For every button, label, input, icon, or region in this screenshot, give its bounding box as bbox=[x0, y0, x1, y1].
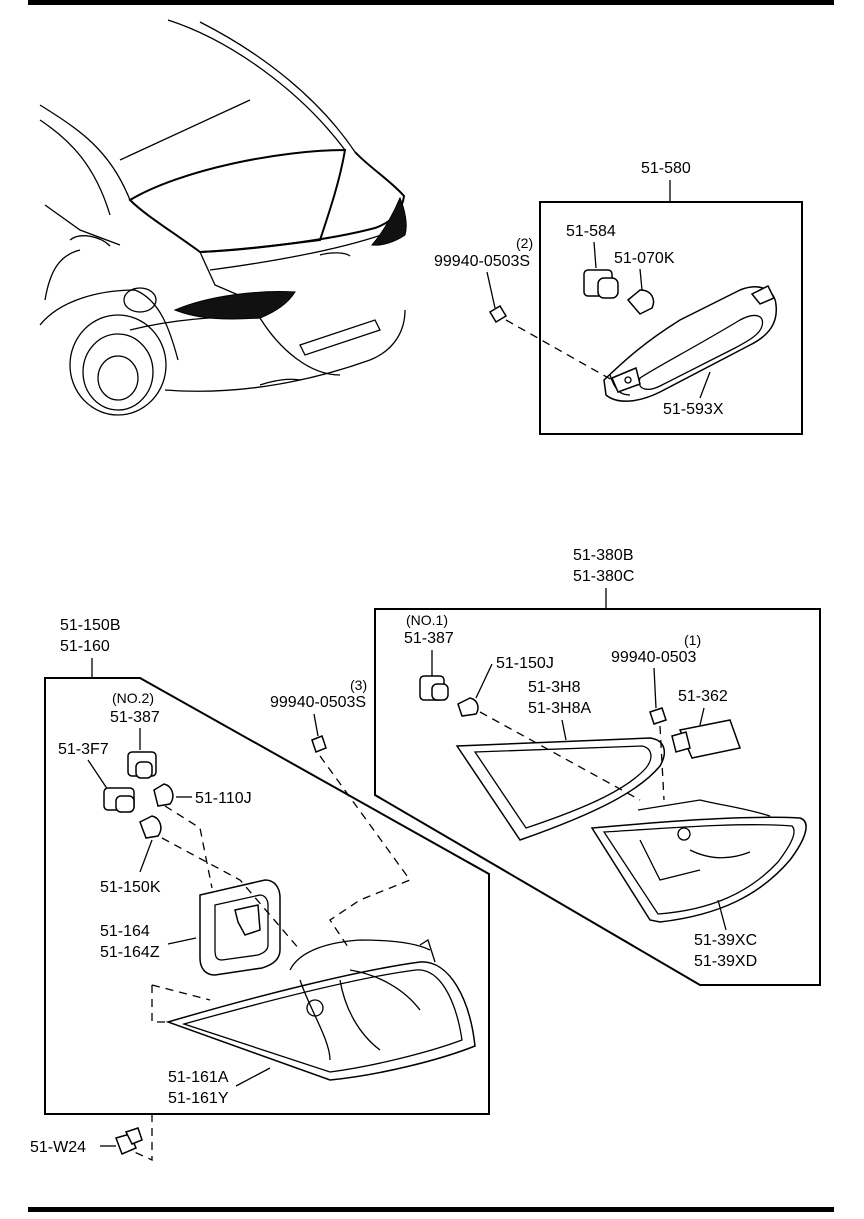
label-51-380c: 51-380C bbox=[573, 568, 634, 585]
bracket-51-362 bbox=[671, 719, 741, 759]
label-no1: (NO.1) bbox=[406, 612, 448, 628]
label-99940-0503s-3: 99940-0503S bbox=[270, 694, 366, 711]
label-51-3f7: 51-3F7 bbox=[58, 741, 109, 758]
label-51-164z: 51-164Z bbox=[100, 944, 160, 961]
socket-51-3f7 bbox=[103, 787, 135, 813]
box-51-380 bbox=[374, 608, 821, 986]
nut-99940-0503 bbox=[649, 707, 667, 725]
label-51-3h8: 51-3H8 bbox=[528, 679, 581, 696]
bulb-51-070k bbox=[626, 289, 655, 315]
bolt-51-w24-group: 51-W24 bbox=[30, 1127, 143, 1156]
bulb-51-150j bbox=[457, 697, 479, 717]
label-99940-0503: 99940-0503 bbox=[611, 649, 697, 666]
socket-51-584 bbox=[583, 269, 619, 299]
box-51-580 bbox=[539, 201, 803, 435]
label-51-39xc: 51-39XC bbox=[694, 932, 757, 949]
label-qty-3: (3) bbox=[350, 677, 367, 693]
label-51-070k: 51-070K bbox=[614, 250, 675, 267]
car-rear-illustration bbox=[39, 19, 407, 416]
label-51-387-b: 51-387 bbox=[110, 709, 160, 726]
label-51-161y: 51-161Y bbox=[168, 1090, 229, 1107]
label-qty-1: (1) bbox=[684, 632, 701, 648]
label-51-593x: 51-593X bbox=[663, 401, 724, 418]
label-51-362: 51-362 bbox=[678, 688, 728, 705]
bulb-51-110j bbox=[153, 783, 174, 807]
outer-lamp-group: 51-150B 51-160 (NO.2) 51-387 51-3F7 51-1… bbox=[44, 617, 490, 1162]
lamp-51-161a bbox=[165, 939, 476, 1081]
label-51-3h8a: 51-3H8A bbox=[528, 700, 591, 717]
label-51-150k: 51-150K bbox=[100, 879, 161, 896]
label-51-164: 51-164 bbox=[100, 923, 150, 940]
label-51-580: 51-580 bbox=[641, 160, 691, 177]
label-99940-0503s-2: 99940-0503S bbox=[434, 253, 530, 270]
high-mount-lamp-group: 51-580 51-584 51-070K 51-593X (2) 9994 bbox=[434, 160, 803, 435]
label-51-380b: 51-380B bbox=[573, 547, 634, 564]
gasket-51-164 bbox=[199, 879, 281, 976]
socket-51-387-a bbox=[419, 675, 449, 701]
socket-51-387-b bbox=[127, 751, 157, 779]
lamp-51-593x bbox=[603, 284, 778, 402]
box-51-150b bbox=[44, 677, 490, 1115]
inner-lamp-group: 51-380B 51-380C (NO.1) 51-387 51-150J 51… bbox=[374, 547, 821, 986]
label-51-584: 51-584 bbox=[566, 223, 616, 240]
screw-99940-0503s-2 bbox=[488, 304, 508, 324]
label-51-150j: 51-150J bbox=[496, 655, 554, 672]
label-no2: (NO.2) bbox=[112, 690, 154, 706]
label-qty-2: (2) bbox=[516, 235, 533, 251]
label-51-w24: 51-W24 bbox=[30, 1139, 86, 1156]
top-rule bbox=[28, 0, 834, 5]
label-51-110j: 51-110J bbox=[195, 790, 252, 807]
nut-99940-0503s-3 bbox=[311, 735, 327, 753]
label-51-387-a: 51-387 bbox=[404, 630, 454, 647]
label-51-160: 51-160 bbox=[60, 638, 110, 655]
label-51-161a: 51-161A bbox=[168, 1069, 229, 1086]
bottom-rule bbox=[28, 1207, 834, 1212]
label-51-39xd: 51-39XD bbox=[694, 953, 757, 970]
bulb-51-150k bbox=[139, 815, 162, 839]
lamp-51-39xc bbox=[590, 799, 807, 923]
label-51-150b: 51-150B bbox=[60, 617, 121, 634]
